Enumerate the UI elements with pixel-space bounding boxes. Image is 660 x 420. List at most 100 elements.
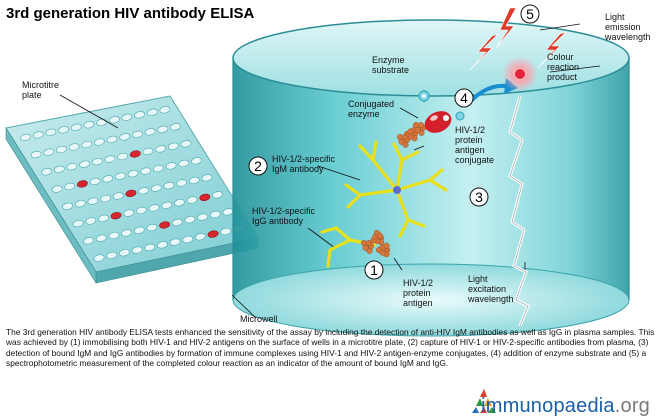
antigen-clusters xyxy=(361,122,427,258)
plate-well xyxy=(133,226,145,234)
plate-well xyxy=(41,168,53,176)
plate-well xyxy=(171,218,183,227)
excitation-light-outline xyxy=(509,95,529,327)
plate-well xyxy=(119,133,131,141)
plate-well xyxy=(91,157,103,166)
step-4: 4 xyxy=(454,88,474,108)
plate-well xyxy=(220,227,232,236)
step-1: 1 xyxy=(364,260,384,280)
plate-well xyxy=(148,204,160,212)
plate-well xyxy=(209,210,221,219)
logo-part-org: .org xyxy=(614,395,650,417)
plate-well xyxy=(190,157,202,165)
plate-well xyxy=(106,251,118,260)
plate-well xyxy=(117,152,129,161)
plate-well xyxy=(159,106,171,114)
plate-well xyxy=(180,140,192,148)
svg-text:3: 3 xyxy=(475,189,483,205)
label-light-emission: Light emission wavelength xyxy=(604,12,651,42)
svg-text:5: 5 xyxy=(526,6,534,22)
plate-well xyxy=(51,185,63,193)
plate-well xyxy=(157,125,169,133)
plate-well xyxy=(127,170,139,178)
plate-well xyxy=(55,145,67,154)
plate-well xyxy=(45,128,57,136)
plate-well xyxy=(32,131,44,139)
plate-well xyxy=(87,197,99,205)
emission-bolt-3 xyxy=(537,31,567,69)
plate-well xyxy=(176,179,188,187)
plate-well xyxy=(169,123,181,131)
label-antigen-conjugate: HIV-1/2 protein antigen conjugate xyxy=(455,125,494,165)
svg-text:4: 4 xyxy=(460,90,468,106)
plate-well xyxy=(167,142,179,150)
plate-well xyxy=(95,234,107,242)
plate-well xyxy=(104,155,116,163)
plate-well xyxy=(112,192,124,200)
plate-well xyxy=(121,113,133,121)
plate-well-filled xyxy=(125,189,137,198)
plate-well xyxy=(178,159,190,168)
plate-well xyxy=(165,162,177,170)
svg-text:2: 2 xyxy=(254,158,262,174)
plate-well xyxy=(108,116,120,124)
plate-well xyxy=(30,150,42,159)
label-enzyme-substrate: Enzyme substrate xyxy=(372,55,409,75)
plate-well xyxy=(58,126,70,134)
plate-well xyxy=(146,223,158,232)
plate-well xyxy=(150,184,162,192)
antigen-bead xyxy=(417,122,424,129)
plate-well xyxy=(93,254,105,262)
plate-well xyxy=(114,172,126,180)
label-igm-antibody: HIV-1/2-specific IgM antibody xyxy=(272,154,338,174)
emission-bolt-1 xyxy=(469,33,499,71)
label-light-excitation: Light excitation wavelength xyxy=(467,274,514,304)
plate-well xyxy=(108,231,120,240)
plate-well xyxy=(155,145,167,153)
plate-well xyxy=(131,246,143,254)
conjugated-enzyme xyxy=(424,111,452,133)
plate-well xyxy=(131,130,143,139)
plate-well xyxy=(134,111,146,119)
step-3: 3 xyxy=(469,187,489,207)
antibodies xyxy=(320,140,448,268)
plate-well xyxy=(81,140,93,149)
plate-well xyxy=(163,181,175,190)
page-title: 3rd generation HIV antibody ELISA xyxy=(6,5,255,22)
emission-bolt-2 xyxy=(495,7,517,49)
plate-well xyxy=(43,148,55,156)
plate-well xyxy=(68,143,80,151)
plate-well xyxy=(211,191,223,199)
plate-well xyxy=(64,182,76,191)
label-microtitre-plate: Microtitre plate xyxy=(22,80,62,100)
svg-text:1: 1 xyxy=(370,262,378,278)
plate-well xyxy=(93,138,105,146)
plate-well xyxy=(121,229,133,237)
plate-well xyxy=(70,123,82,131)
substrate-highlight xyxy=(422,94,426,98)
plate-well xyxy=(135,206,147,215)
igm-j-chain xyxy=(393,186,401,194)
plate-well xyxy=(197,213,209,221)
colour-product-dot xyxy=(515,69,525,79)
antigen-bead xyxy=(401,134,408,141)
plate-well xyxy=(74,200,86,208)
plate-well xyxy=(161,201,173,209)
plate-well xyxy=(194,233,206,241)
plate-well xyxy=(83,237,95,245)
plate-well xyxy=(66,163,78,171)
plate-well xyxy=(79,160,91,168)
plate-well xyxy=(102,175,114,183)
antigen-bead xyxy=(365,240,372,247)
plate-well xyxy=(20,133,32,142)
plate-well xyxy=(152,164,164,173)
plate-well xyxy=(53,165,65,173)
plate-well xyxy=(186,196,198,204)
plate-well xyxy=(83,121,95,129)
plate-well xyxy=(89,177,101,186)
plate-well xyxy=(169,238,181,246)
plate-well xyxy=(142,147,154,156)
leader-lines xyxy=(59,23,601,319)
step-2: 2 xyxy=(248,156,268,176)
